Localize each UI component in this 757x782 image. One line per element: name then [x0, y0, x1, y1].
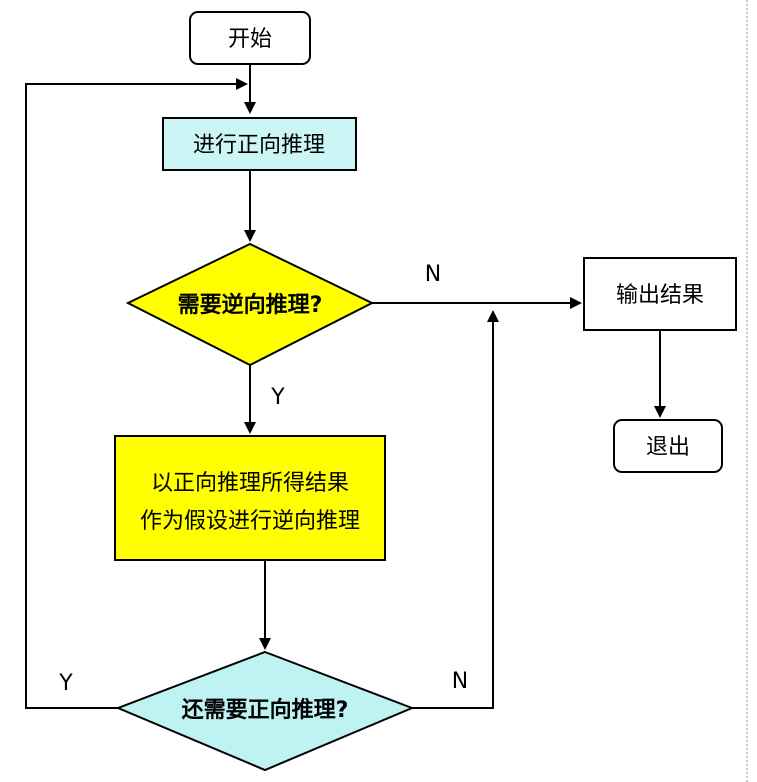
start-node-shape	[189, 11, 311, 65]
assume-node-label-line1: 以正向推理所得结果	[151, 471, 349, 496]
assume-node-label-line2: 作为假设进行逆向推理	[140, 509, 360, 534]
assume-node-shape	[114, 435, 386, 561]
forward-node-label: 进行正向推理	[193, 133, 325, 158]
again-no-label: N	[452, 669, 468, 694]
output-node: 输出结果	[583, 257, 737, 331]
output-node-shape	[583, 257, 737, 331]
forward-node-shape	[162, 117, 357, 171]
dotted-border	[746, 0, 748, 782]
need-forward-again-decision-shape	[115, 650, 415, 772]
start-node-label: 开始	[228, 27, 272, 52]
need-backward-decision-label: 需要逆向推理?	[178, 292, 323, 318]
need-backward-decision: 需要逆向推理?	[125, 242, 375, 367]
need-forward-again-decision-label: 还需要正向推理?	[181, 697, 349, 723]
assume-node: 以正向推理所得结果 作为假设进行逆向推理	[114, 435, 386, 561]
connectors	[25, 64, 666, 709]
output-node-label: 输出结果	[616, 283, 704, 308]
exit-node: 退出	[613, 419, 723, 473]
need-backward-yes-label: Y	[270, 385, 285, 410]
exit-node-label: 退出	[646, 435, 690, 460]
forward-node: 进行正向推理	[162, 117, 357, 171]
need-backward-no-label: N	[425, 262, 441, 287]
need-forward-again-decision: 还需要正向推理?	[115, 650, 415, 772]
exit-node-shape	[613, 419, 723, 473]
need-backward-decision-shape	[125, 242, 375, 367]
edge-again-yes-loop	[25, 78, 248, 709]
edge-again-no-to-output	[412, 310, 499, 709]
start-node: 开始	[189, 11, 311, 65]
again-yes-label: Y	[58, 671, 73, 696]
